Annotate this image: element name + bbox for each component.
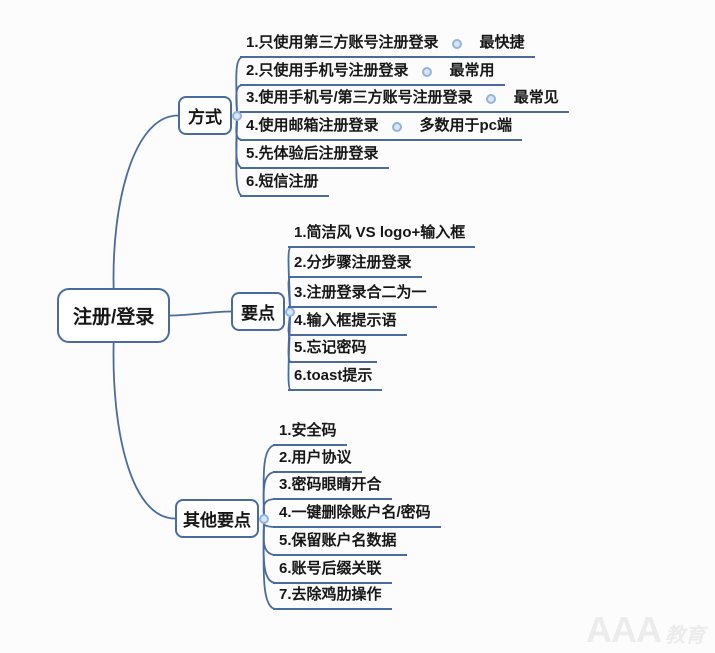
root-label: 注册/登录 (73, 307, 155, 328)
mindmap-item[interactable]: 3.注册登录合二为一 (288, 283, 437, 308)
branch-label: 其他要点 (183, 511, 251, 530)
branch-node-method[interactable]: 方式 (178, 96, 242, 135)
branch-label: 方式 (188, 108, 222, 127)
mindmap-item[interactable]: 1.只使用第三方账号注册登录 最快捷 (240, 33, 535, 58)
branch-label: 要点 (241, 304, 275, 323)
mindmap-item[interactable]: 4.输入框提示语 (288, 311, 407, 336)
branch-node-other[interactable]: 其他要点 (175, 499, 269, 538)
note-link-dot-icon[interactable] (451, 39, 462, 49)
note-link-dot-icon[interactable] (421, 67, 432, 77)
item-label: 3.密码眼睛开合 (279, 476, 382, 493)
mindmap-item[interactable]: 5.忘记密码 (288, 338, 377, 363)
item-label: 5.先体验后注册登录 (246, 145, 379, 162)
mindmap-item[interactable]: 4.一键删除账户名/密码 (273, 503, 441, 528)
watermark-sub: 教育 (665, 625, 705, 647)
item-label: 4.一键删除账户名/密码 (279, 504, 431, 521)
note-link-dot-icon[interactable] (391, 122, 402, 132)
mindmap-item[interactable]: 1.安全码 (273, 421, 347, 446)
item-label: 5.保留账户名数据 (279, 532, 397, 549)
item-label: 1.只使用第三方账号注册登录 (246, 34, 439, 51)
mindmap-item[interactable]: 5.保留账户名数据 (273, 531, 407, 556)
mindmap-item[interactable]: 2.分步骤注册登录 (288, 253, 422, 278)
item-label: 2.只使用手机号注册登录 (246, 62, 409, 79)
watermark-main: AAA (586, 609, 662, 650)
mindmap-item[interactable]: 3.使用手机号/第三方账号注册登录 最常见 (240, 88, 569, 113)
item-label: 6.短信注册 (246, 173, 319, 190)
item-label: 6.toast提示 (294, 367, 373, 384)
item-note: 最常用 (449, 62, 495, 79)
branch-node-keypoints[interactable]: 要点 (231, 292, 295, 331)
item-label: 4.使用邮箱注册登录 (246, 117, 379, 134)
item-label: 7.去除鸡肋操作 (279, 586, 382, 603)
item-label: 4.输入框提示语 (294, 312, 397, 329)
item-note: 最快捷 (479, 34, 525, 51)
item-label: 5.忘记密码 (294, 339, 367, 356)
mindmap-item[interactable]: 6.toast提示 (288, 366, 383, 391)
mindmap-item[interactable]: 1.简洁风 VS logo+输入框 (288, 223, 476, 248)
item-note: 多数用于pc端 (419, 117, 513, 134)
root-node[interactable]: 注册/登录 (57, 288, 171, 343)
item-label: 1.安全码 (279, 422, 337, 439)
item-note: 最常见 (513, 89, 559, 106)
item-label: 1.简洁风 VS logo+输入框 (294, 224, 466, 241)
mindmap-item[interactable]: 2.用户协议 (273, 448, 362, 473)
note-link-dot-icon[interactable] (485, 94, 496, 104)
watermark: AAA 教育 (586, 609, 705, 651)
item-label: 6.账号后缀关联 (279, 560, 382, 577)
mindmap-item[interactable]: 4.使用邮箱注册登录 多数用于pc端 (240, 116, 523, 141)
mindmap-item[interactable]: 5.先体验后注册登录 (240, 144, 389, 169)
item-label: 2.用户协议 (279, 449, 352, 466)
collapse-dot-icon[interactable] (232, 110, 242, 121)
collapse-dot-icon[interactable] (259, 513, 269, 524)
item-label: 2.分步骤注册登录 (294, 254, 412, 271)
mindmap-item[interactable]: 2.只使用手机号注册登录 最常用 (240, 61, 505, 86)
item-label: 3.使用手机号/第三方账号注册登录 (246, 89, 473, 106)
mindmap-item[interactable]: 3.密码眼睛开合 (273, 475, 392, 500)
item-label: 3.注册登录合二为一 (294, 284, 427, 301)
mindmap-item[interactable]: 6.账号后缀关联 (273, 559, 392, 584)
mindmap-item[interactable]: 7.去除鸡肋操作 (273, 585, 392, 610)
mindmap-item[interactable]: 6.短信注册 (240, 172, 329, 197)
